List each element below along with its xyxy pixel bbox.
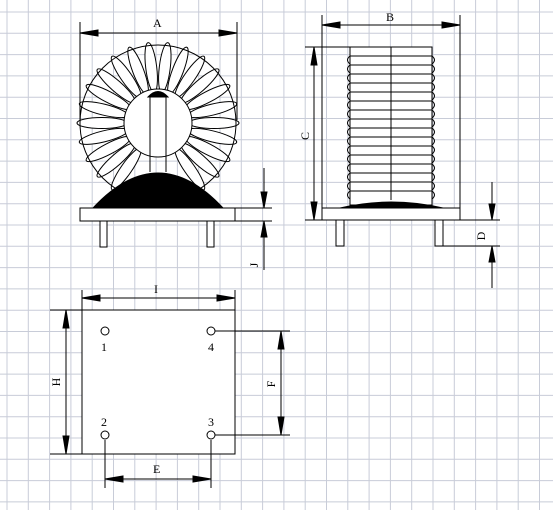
toroid-inner-edge bbox=[123, 88, 193, 158]
label-j: J bbox=[247, 262, 261, 267]
side-winding-edge bbox=[347, 55, 351, 65]
side-winding-edge bbox=[347, 154, 351, 164]
side-winding-edge bbox=[347, 91, 351, 101]
pin-hole-4 bbox=[206, 326, 216, 336]
dim-j-arrow-top bbox=[260, 191, 268, 209]
dim-d-arrow-bottom bbox=[488, 245, 496, 263]
label-a: A bbox=[153, 16, 162, 30]
side-winding-turn bbox=[350, 190, 435, 200]
toroid-windings bbox=[76, 42, 240, 191]
dim-c-arrow-bottom bbox=[310, 201, 318, 221]
side-winding-turn bbox=[350, 172, 435, 182]
side-winding-turn bbox=[350, 127, 435, 137]
pin-label-2: 2 bbox=[101, 415, 107, 429]
pin-hole-1 bbox=[100, 326, 110, 336]
label-b: B bbox=[386, 10, 394, 24]
side-winding-edge bbox=[347, 181, 351, 191]
dim-a-arrow-left bbox=[79, 29, 99, 37]
side-view bbox=[305, 15, 500, 288]
dim-c-arrow-top bbox=[310, 46, 318, 66]
side-winding-turn bbox=[350, 163, 435, 173]
dim-i-arrow-right bbox=[216, 294, 236, 302]
side-winding-edge bbox=[347, 109, 351, 119]
side-winding-edge bbox=[347, 118, 351, 128]
side-winding-turn bbox=[350, 55, 435, 65]
winding-loop bbox=[76, 117, 128, 129]
side-winding-turn bbox=[350, 73, 435, 83]
side-winding-turn bbox=[350, 118, 435, 128]
dim-h-arrow-top bbox=[62, 309, 70, 329]
label-c: C bbox=[298, 132, 312, 140]
side-winding-edge bbox=[347, 127, 351, 137]
side-pin-right bbox=[434, 219, 444, 247]
front-potting-dome bbox=[91, 172, 225, 209]
pin-label-3: 3 bbox=[208, 415, 214, 429]
side-winding-turn bbox=[350, 82, 435, 92]
core-top-clamp bbox=[146, 91, 170, 98]
dim-i-arrow-left bbox=[81, 294, 101, 302]
pin-label-4: 4 bbox=[208, 340, 214, 354]
side-winding-edge bbox=[347, 172, 351, 182]
dim-a-arrow-right bbox=[218, 29, 238, 37]
side-winding-turn bbox=[350, 145, 435, 155]
front-pin-left bbox=[99, 220, 108, 248]
side-winding-edge bbox=[347, 145, 351, 155]
side-winding-turn bbox=[350, 91, 435, 101]
front-base-plate bbox=[79, 207, 236, 222]
side-base-plate bbox=[321, 207, 461, 221]
label-i: I bbox=[154, 282, 158, 296]
dim-b-arrow-right bbox=[441, 21, 461, 29]
dim-f-arrow-top bbox=[277, 330, 285, 350]
footprint-view bbox=[50, 290, 290, 488]
side-windings bbox=[347, 55, 435, 200]
winding-loop bbox=[188, 117, 240, 129]
side-winding-turn bbox=[350, 109, 435, 119]
side-winding-edge bbox=[347, 163, 351, 173]
dim-b-arrow-left bbox=[321, 21, 341, 29]
dim-e-arrow-right bbox=[192, 475, 212, 483]
pin-label-1: 1 bbox=[101, 340, 107, 354]
side-pin-left bbox=[335, 219, 345, 247]
label-h: H bbox=[49, 377, 63, 386]
side-winding-edge bbox=[347, 73, 351, 83]
label-f: F bbox=[264, 380, 278, 387]
side-winding-edge bbox=[347, 190, 351, 200]
side-winding-edge bbox=[347, 64, 351, 74]
dim-f-arrow-bottom bbox=[277, 416, 285, 436]
side-winding-edge bbox=[347, 82, 351, 92]
front-view bbox=[76, 22, 272, 270]
side-winding-turn bbox=[350, 154, 435, 164]
side-winding-turn bbox=[350, 136, 435, 146]
dim-h-arrow-bottom bbox=[62, 435, 70, 455]
side-winding-turn bbox=[350, 181, 435, 191]
pin-hole-3 bbox=[206, 430, 216, 440]
side-winding-edge bbox=[347, 100, 351, 110]
dim-e-arrow-left bbox=[104, 475, 124, 483]
side-potting-dome bbox=[339, 201, 444, 209]
dimension-labels: A B I E C D H F J 1 4 2 3 bbox=[49, 10, 488, 476]
side-winding-turn bbox=[350, 64, 435, 74]
label-e: E bbox=[153, 462, 160, 476]
front-pin-right bbox=[206, 220, 215, 248]
side-winding-edge bbox=[347, 136, 351, 146]
dim-j-arrow-bottom bbox=[260, 220, 268, 238]
pin-hole-2 bbox=[100, 430, 110, 440]
side-winding-turn bbox=[350, 100, 435, 110]
label-d: D bbox=[474, 231, 488, 240]
dim-d-arrow-top bbox=[488, 203, 496, 221]
